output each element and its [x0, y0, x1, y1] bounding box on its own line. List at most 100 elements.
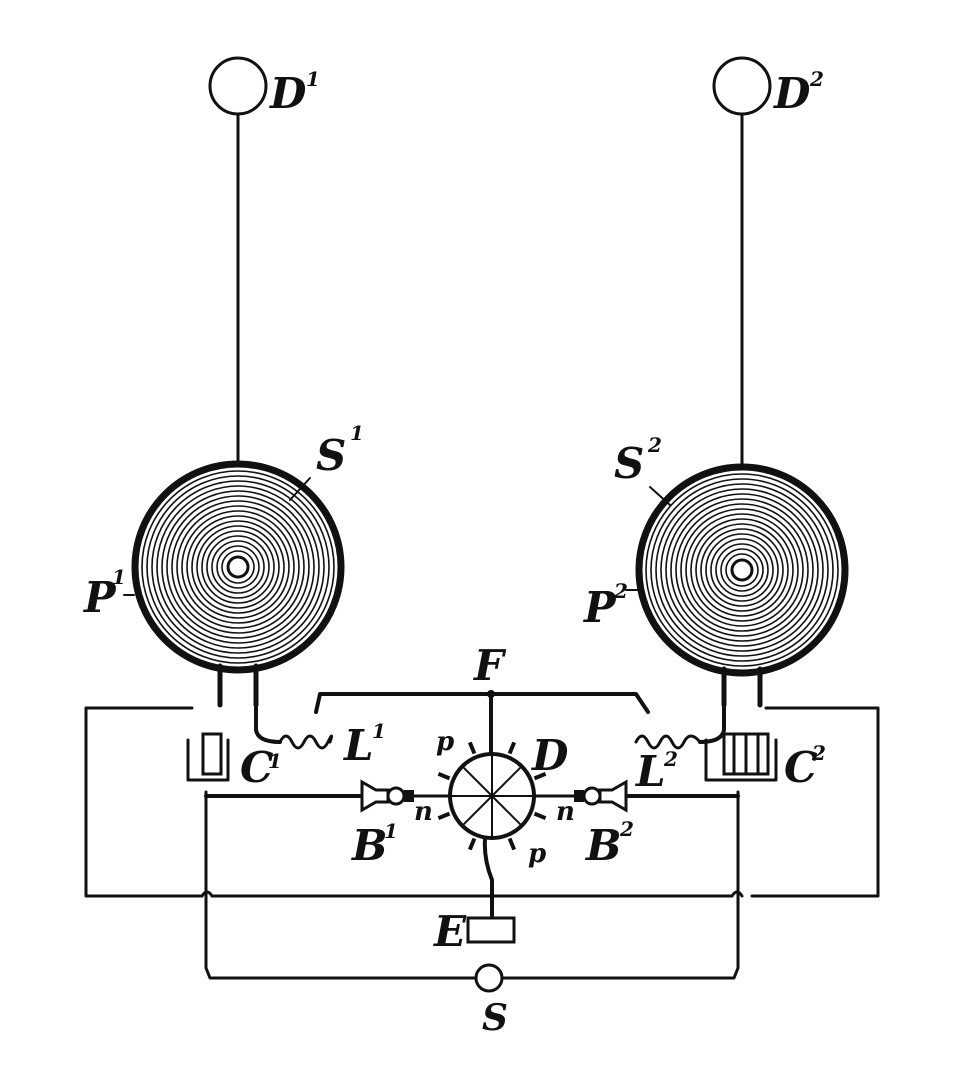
svg-text:2: 2: [811, 741, 826, 765]
svg-text:1: 1: [268, 749, 282, 773]
ground-plate-e: [466, 916, 516, 944]
label-n-left: n: [414, 797, 433, 827]
label-s2: S 2: [614, 433, 662, 488]
coil-winding: [146, 475, 330, 659]
svg-text:1: 1: [384, 819, 398, 843]
label-d: D: [531, 731, 569, 780]
spark-gap-b2: [574, 779, 628, 813]
svg-text:2: 2: [809, 67, 824, 91]
disc-spoke: [463, 795, 493, 825]
disc-pin: [437, 771, 451, 781]
spiral-coil-left: [123, 460, 345, 708]
disc-pin: [467, 741, 477, 755]
label-b2: B 2: [585, 817, 634, 870]
disc-pin: [533, 771, 547, 781]
coil-winding: [161, 490, 315, 644]
coil-winding: [191, 520, 285, 614]
label-d2: D 2: [773, 67, 824, 118]
coil-winding: [675, 503, 809, 637]
label-c2: C 2: [784, 741, 826, 792]
svg-text:C: C: [240, 743, 274, 792]
coil-winding: [690, 518, 794, 622]
svg-text:B: B: [351, 821, 388, 870]
coil-winding: [216, 545, 260, 589]
svg-text:2: 2: [613, 579, 628, 603]
coil-winding: [156, 485, 320, 649]
label-s1: S 1: [316, 421, 364, 480]
svg-text:1: 1: [372, 719, 386, 743]
coil-winding: [645, 473, 839, 667]
svg-text:1: 1: [306, 67, 320, 91]
coil-winding: [725, 553, 759, 587]
disc-spoke: [463, 767, 493, 797]
disc-pin: [467, 837, 477, 851]
svg-text:2: 2: [619, 817, 634, 841]
coil-winding: [171, 500, 305, 634]
svg-text:D: D: [773, 69, 811, 118]
disc-pin: [507, 741, 517, 755]
label-p-top: p: [436, 727, 454, 757]
source-s: [474, 963, 504, 993]
label-n-right: n: [556, 797, 575, 827]
condenser-c1: [186, 732, 230, 782]
label-f: F: [473, 641, 507, 690]
coil-winding: [196, 525, 280, 609]
svg-text:P: P: [83, 573, 117, 622]
coil-winding: [201, 530, 275, 604]
coil-winding: [655, 483, 829, 657]
disc-pin: [533, 811, 547, 821]
svg-text:1: 1: [350, 421, 364, 445]
label-p2: P 2: [583, 579, 628, 632]
coil-winding: [151, 480, 325, 654]
rotating-disc-d: [437, 741, 547, 851]
disc-spoke: [491, 795, 521, 825]
coil-winding: [211, 540, 265, 594]
coil-winding: [166, 495, 310, 639]
label-s: S: [482, 997, 508, 1039]
svg-text:L: L: [635, 747, 666, 796]
coil-winding: [660, 488, 824, 652]
coil-winding: [141, 470, 335, 664]
spark-gap-b1: [360, 779, 414, 813]
disc-pin: [507, 837, 517, 851]
label-b1: B 1: [351, 819, 398, 870]
svg-text:S: S: [316, 431, 346, 480]
coil-winding: [650, 478, 834, 662]
coil-winding: [181, 510, 295, 624]
inductance-coil-l2: [634, 734, 702, 750]
coil-winding: [206, 535, 270, 599]
svg-text:2: 2: [663, 747, 678, 771]
coil-winding: [720, 548, 764, 592]
label-e: E: [433, 907, 467, 956]
coil-winding: [680, 508, 804, 632]
label-c1: C 1: [240, 743, 282, 792]
inductance-coil-l1: [278, 734, 334, 750]
coil-winding: [176, 505, 300, 629]
svg-text:S: S: [614, 439, 644, 488]
svg-text:B: B: [585, 821, 622, 870]
coil-winding: [186, 515, 290, 619]
condenser-c2: [704, 732, 778, 782]
label-l2: L 2: [635, 747, 678, 796]
svg-text:D: D: [269, 69, 307, 118]
spiral-coil-right: [625, 463, 849, 708]
coil-winding: [695, 523, 789, 617]
svg-text:L: L: [343, 721, 374, 770]
coil-winding: [685, 513, 799, 627]
disc-pin: [437, 811, 451, 821]
coil-winding: [700, 528, 784, 612]
label-d1: D 1: [269, 67, 320, 118]
coil-winding: [710, 538, 774, 602]
disc-spoke: [491, 767, 521, 797]
svg-text:P: P: [583, 583, 617, 632]
coil-winding: [705, 533, 779, 607]
svg-text:C: C: [784, 743, 818, 792]
label-p1: P 1: [83, 565, 126, 622]
coil-winding: [221, 550, 255, 584]
wiring: [84, 690, 880, 980]
label-p-bottom: p: [528, 839, 546, 869]
coil-winding: [715, 543, 769, 597]
coil-winding: [665, 493, 819, 647]
svg-text:1: 1: [112, 565, 126, 589]
